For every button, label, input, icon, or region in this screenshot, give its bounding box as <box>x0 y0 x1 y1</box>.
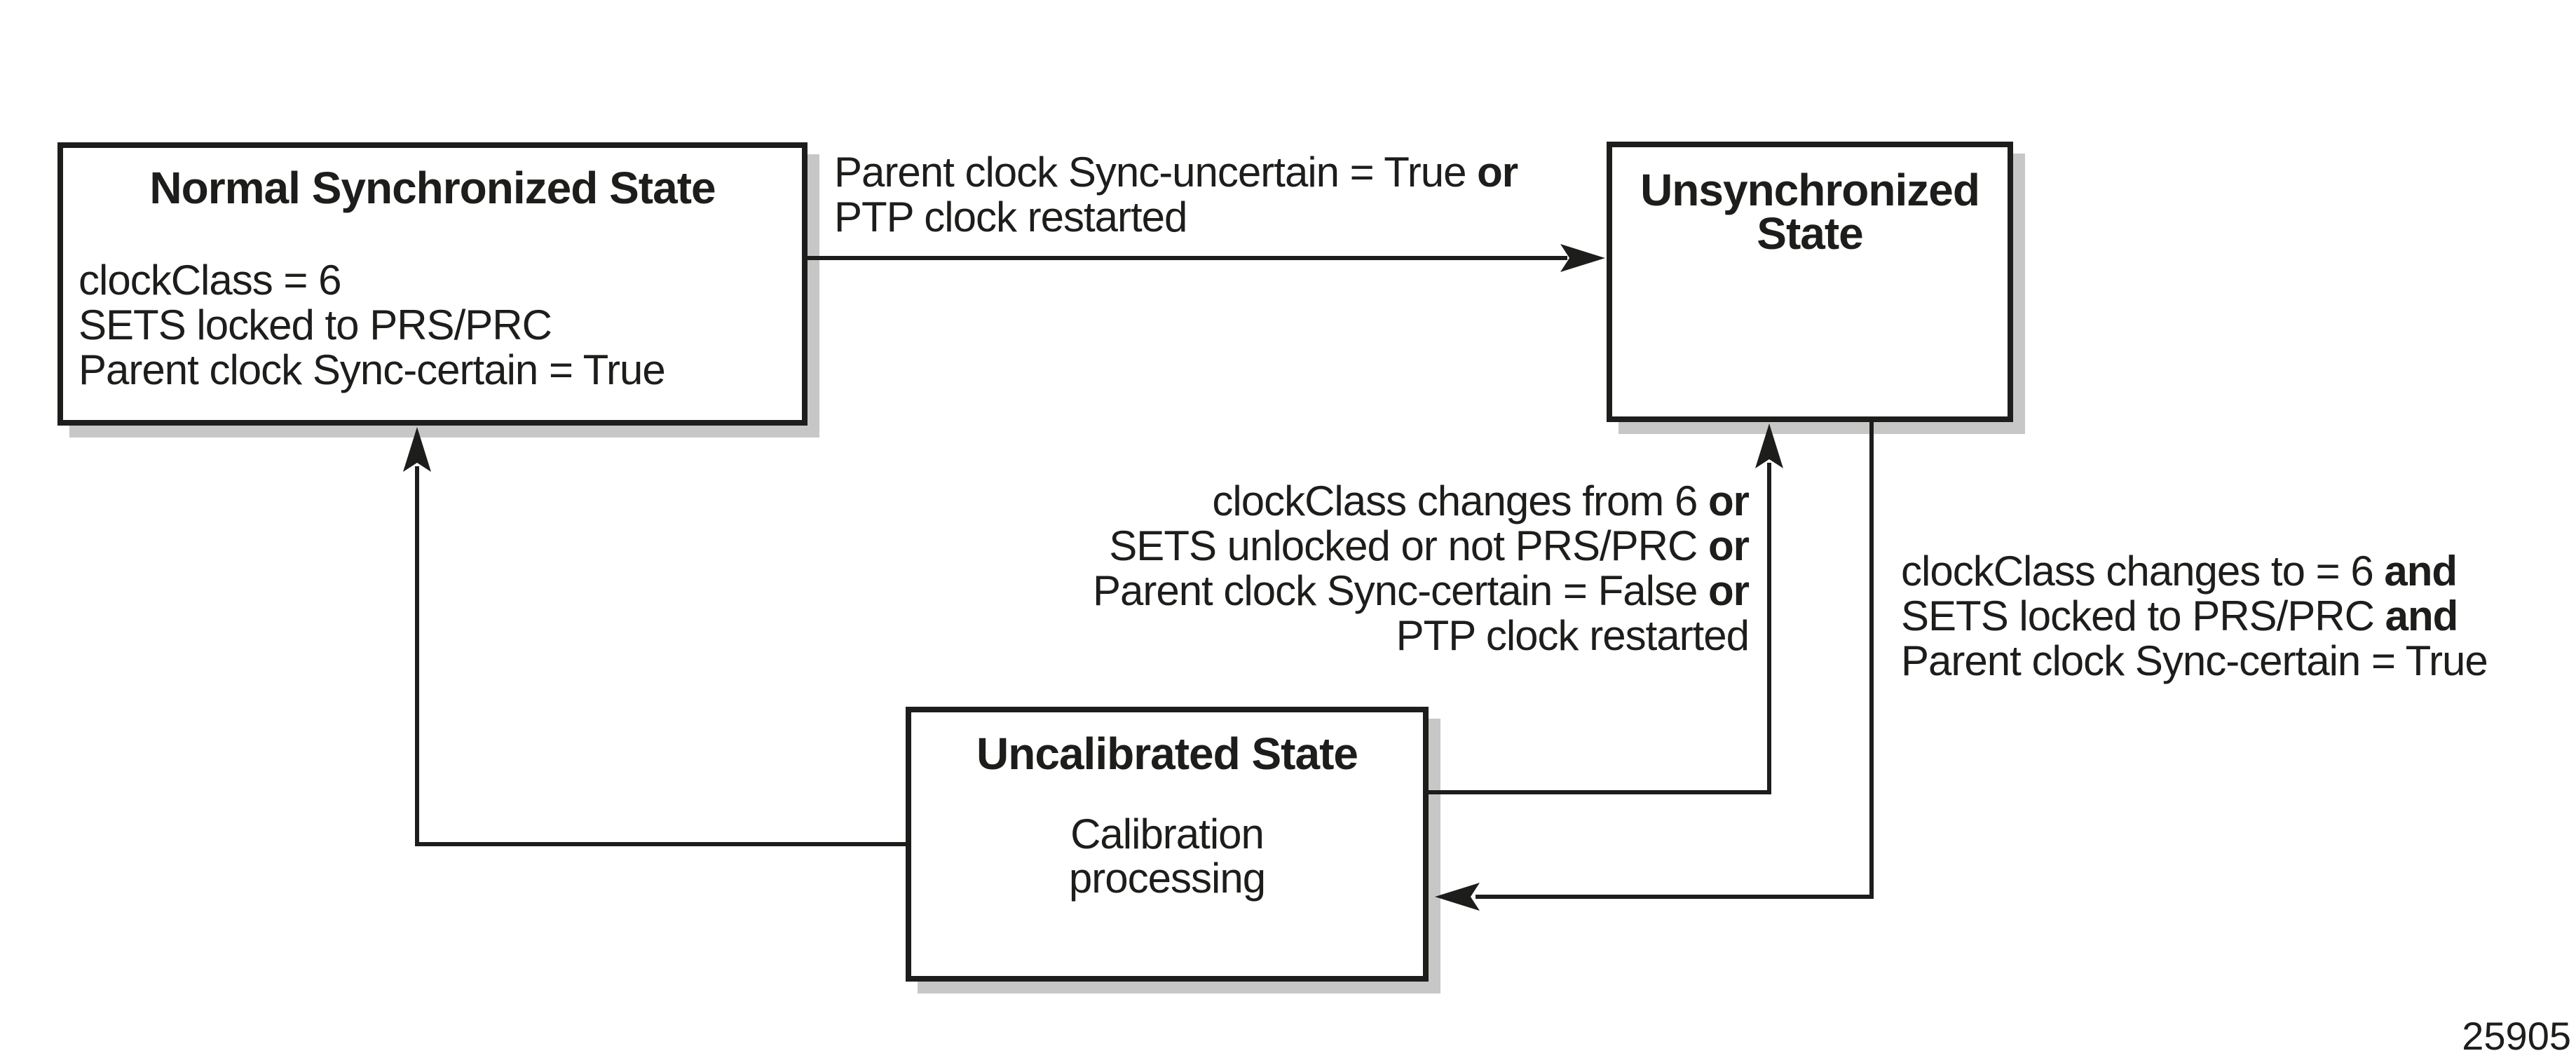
label-line: SETS locked to PRS/PRC and <box>1901 592 2459 639</box>
bold-keyword: and <box>2384 548 2458 595</box>
bold-keyword: or <box>1477 149 1518 196</box>
label-line: Parent clock Sync-certain = False or <box>1092 567 1750 614</box>
bold-keyword: or <box>1708 477 1750 524</box>
condition-line: clockClass = 6 <box>79 257 341 304</box>
transition-label-unsynchronized-to-uncalibrated: clockClass changes to = 6 and SETS locke… <box>1901 549 2488 684</box>
label-line: Parent clock Sync-certain = True <box>1901 637 2488 684</box>
state-body-line: Calibration <box>1070 811 1265 857</box>
label-line: PTP clock restarted <box>834 194 1187 240</box>
state-title: Normal Synchronized State <box>149 163 716 213</box>
label-line: clockClass changes to = 6 and <box>1901 548 2458 595</box>
label-line: clockClass changes from 6 or <box>1212 477 1750 524</box>
state-conditions: clockClass = 6 SETS locked to PRS/PRC Pa… <box>79 257 666 393</box>
arrow-uncalibrated-to-normal <box>403 427 906 846</box>
state-title: Uncalibrated State <box>976 728 1358 779</box>
uncalibrated-state-box: Uncalibrated State Calibration processin… <box>906 707 1429 982</box>
label-line: SETS unlocked or not PRS/PRC or <box>1109 522 1750 569</box>
unsynchronized-state-box: Unsynchronized State <box>1607 142 2013 422</box>
bold-keyword: or <box>1708 567 1750 614</box>
arrow-normal-to-unsynchronized <box>807 244 1605 272</box>
transition-label-uncalibrated-to-unsynchronized: clockClass changes from 6 or SETS unlock… <box>834 477 1750 659</box>
transition-label-normal-to-unsynchronized: Parent clock Sync-uncertain = True or PT… <box>834 150 1518 240</box>
normal-synchronized-state-box: Normal Synchronized State clockClass = 6… <box>57 142 807 426</box>
state-title-line: Unsynchronized <box>1640 165 1980 215</box>
bold-keyword: or <box>1708 522 1750 569</box>
state-body: Calibration processing <box>911 812 1423 900</box>
label-line: PTP clock restarted <box>1396 612 1750 659</box>
condition-line: Parent clock Sync-certain = True <box>79 346 666 393</box>
bold-keyword: and <box>2385 592 2459 639</box>
state-body-line: processing <box>1068 855 1266 902</box>
condition-line: SETS locked to PRS/PRC <box>79 301 552 348</box>
state-title-line: State <box>1757 208 1864 259</box>
label-line: Parent clock Sync-uncertain = True or <box>834 149 1518 196</box>
state-title: Unsynchronized State <box>1612 165 2008 259</box>
figure-number: 25905 <box>2462 1014 2571 1058</box>
